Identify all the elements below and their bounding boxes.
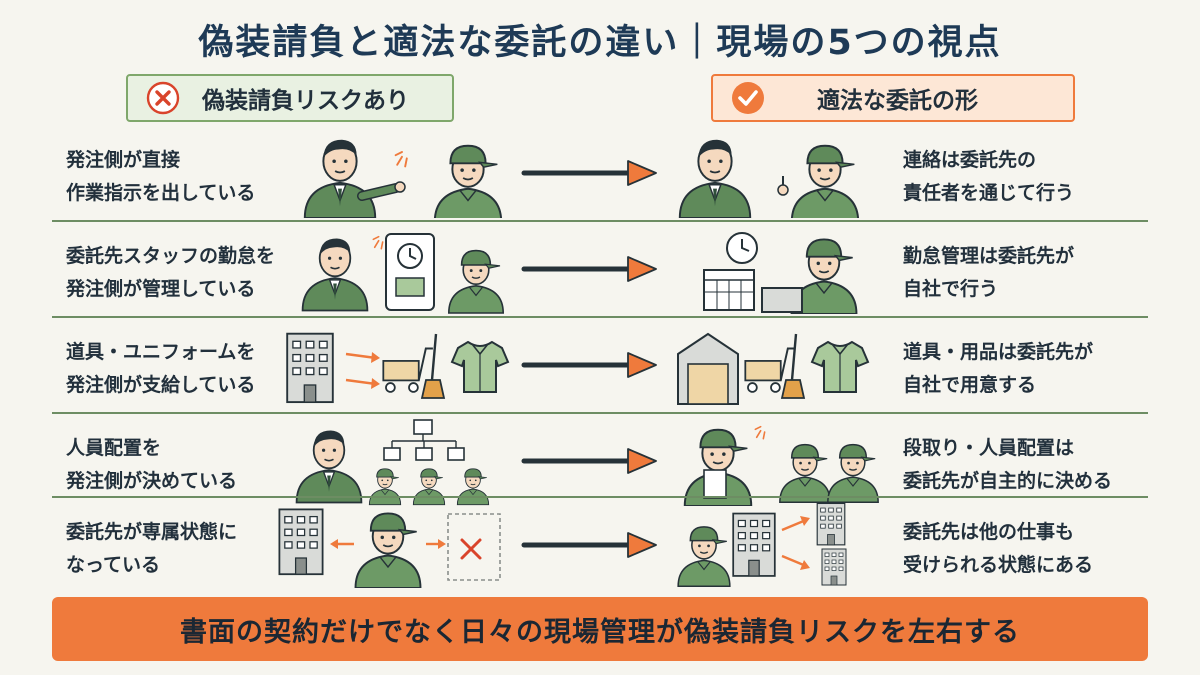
- risk-text: 委託先スタッフの勤怠を発注側が管理している: [66, 245, 276, 300]
- staff-assignment-illustration: [295, 419, 490, 506]
- comparison-row-5: 委託先が専属状態になっている 委託先は他の仕事も受けられる状態にある: [0, 498, 1200, 594]
- arrow-right-icon: [520, 530, 660, 560]
- arrow-right-icon: [520, 446, 660, 476]
- row-divider: [52, 496, 1148, 498]
- tools-supplied-illustration: [286, 332, 509, 404]
- comparison-row-3: 道具・ユニフォームを発注側が支給している 道具・用品は委託先が自社で用意する: [0, 318, 1200, 414]
- legal-text: 連絡は委託先の責任者を通じて行う: [903, 149, 1075, 204]
- comparison-row-1: 発注側が直接作業指示を出している 連絡は委託先の責任者を通じて行う: [0, 126, 1200, 222]
- conclusion-banner: 書面の契約だけでなく日々の現場管理が偽装請負リスクを左右する: [52, 597, 1148, 661]
- attendance-control-illustration: [301, 233, 505, 314]
- exclusive-contract-illustration: [278, 508, 501, 588]
- arrow-right-icon: [520, 350, 660, 380]
- multiple-clients-illustration: [677, 502, 847, 588]
- risk-header-label: 偽装請負リスクあり: [202, 88, 409, 114]
- self-planning-illustration: [683, 425, 879, 506]
- row-divider: [52, 316, 1148, 318]
- risk-text: 委託先が専属状態になっている: [66, 521, 238, 576]
- legal-text: 道具・用品は委託先が自社で用意する: [903, 341, 1094, 396]
- direct-instruction-illustration: [303, 138, 503, 218]
- comparison-row-2: 委託先スタッフの勤怠を発注側が管理している 勤怠管理は委託先が自社で行う: [0, 222, 1200, 318]
- own-tools-illustration: [677, 332, 869, 405]
- legal-text: 段取り・人員配置は委託先が自主的に決める: [903, 437, 1113, 492]
- comparison-row-4: 人員配置を発注側が決めている 段取り・人員配置は委託先が自主的に決める: [0, 414, 1200, 510]
- check-mark-icon: [732, 82, 764, 114]
- risk-text: 人員配置を発注側が決めている: [66, 437, 238, 492]
- legal-text: 委託先は他の仕事も受けられる状態にある: [903, 521, 1094, 576]
- arrow-right-icon: [520, 254, 660, 284]
- risk-text: 発注側が直接作業指示を出している: [66, 149, 256, 204]
- self-attendance-illustration: [703, 232, 858, 314]
- arrow-right-icon: [520, 158, 660, 188]
- via-manager-illustration: [678, 138, 860, 218]
- page-title: 偽装請負と適法な委託の違い｜現場の5つの視点: [198, 23, 1002, 63]
- risk-text: 道具・ユニフォームを発注側が支給している: [66, 341, 256, 396]
- risk-header: 偽装請負リスクあり: [126, 74, 454, 122]
- legal-header: 適法な委託の形: [711, 74, 1075, 122]
- legal-header-label: 適法な委託の形: [817, 88, 978, 114]
- x-mark-icon: [146, 81, 180, 115]
- row-divider: [52, 220, 1148, 222]
- row-divider: [52, 412, 1148, 414]
- legal-text: 勤怠管理は委託先が自社で行う: [903, 245, 1075, 300]
